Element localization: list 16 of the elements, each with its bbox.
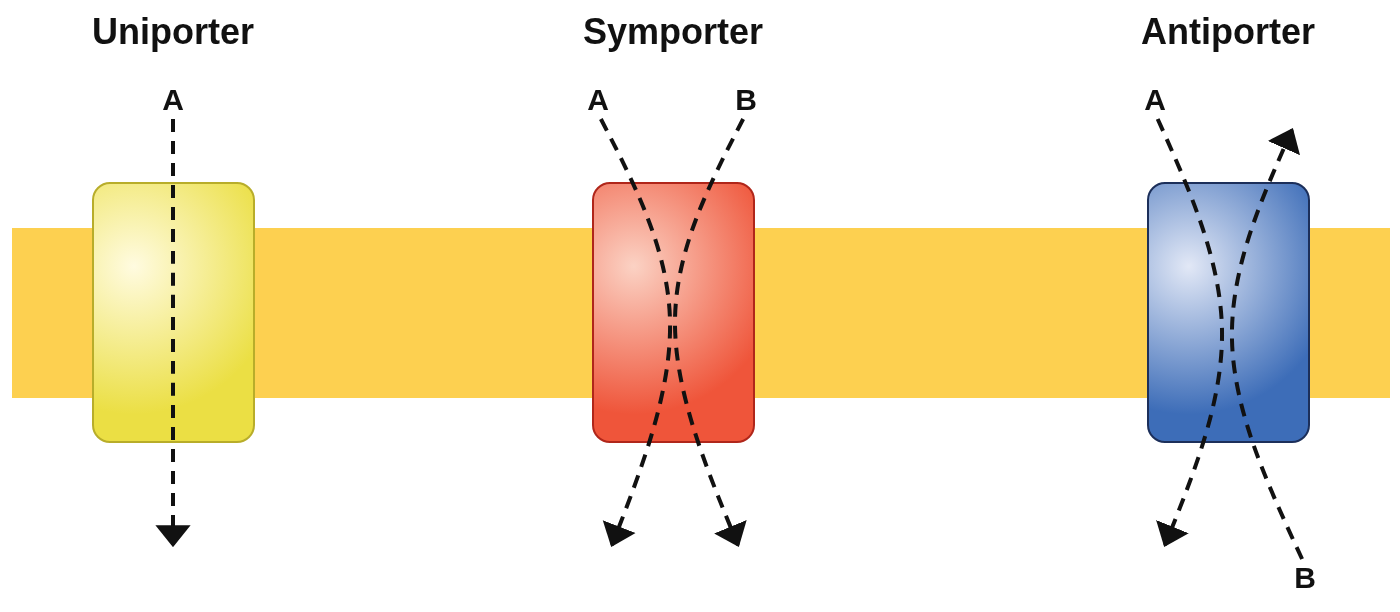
transport-arrow (1155, 118, 1224, 548)
transporter-title: Uniporter (92, 12, 254, 52)
substance-label: A (583, 83, 613, 117)
transporter-title: Antiporter (1141, 12, 1315, 52)
transporter-title: Symporter (582, 12, 764, 52)
transporter-protein (1147, 182, 1310, 443)
substance-label: B (1290, 561, 1320, 595)
transport-arrow (673, 118, 747, 548)
transport-arrow (599, 118, 672, 548)
transporter-protein (92, 182, 255, 443)
transport-arrow (1230, 128, 1304, 560)
substance-label: A (1140, 83, 1170, 117)
substance-label: A (158, 83, 188, 117)
transport-arrow (155, 119, 191, 548)
substance-label: B (731, 83, 761, 117)
transporter-protein (592, 182, 755, 443)
